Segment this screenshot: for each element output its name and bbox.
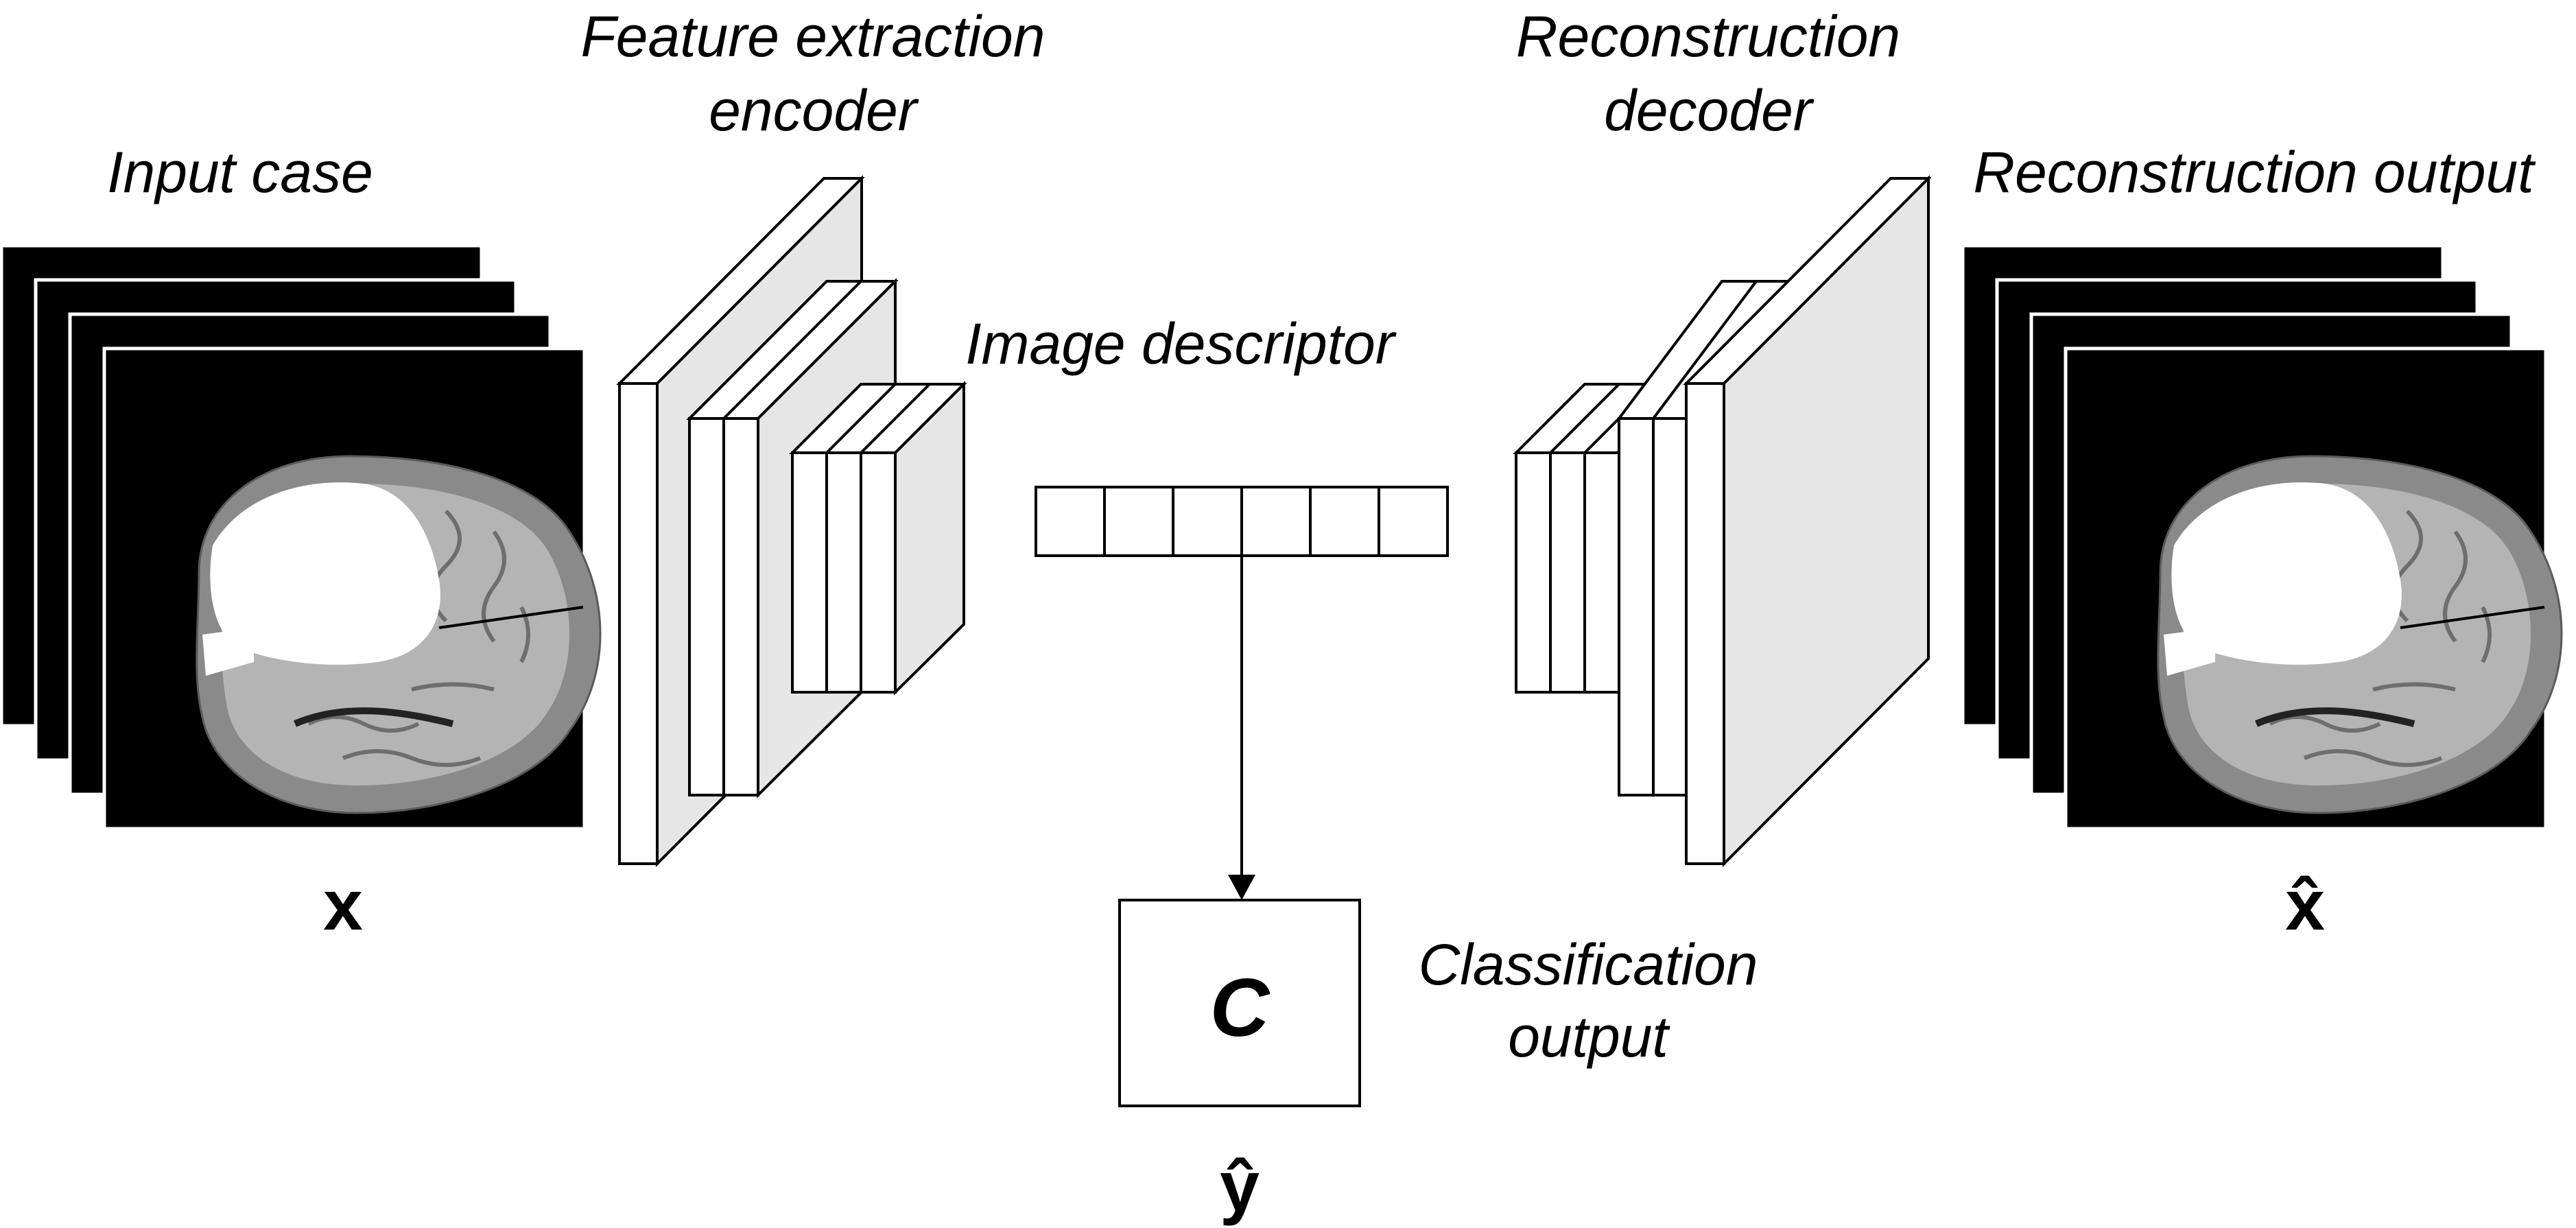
input-symbol: x [323, 866, 363, 945]
image-descriptor-label: Image descriptor [965, 311, 1397, 376]
classification-label-line2: output [1508, 1004, 1670, 1069]
encoder-block-3-front-b [825, 451, 862, 694]
descriptor-cell [1035, 486, 1106, 557]
encoder-blocks [616, 175, 967, 867]
classifier-box [1118, 899, 1361, 1107]
encoder-label-line2: encoder [709, 78, 919, 143]
decoder-block-3-front [1685, 382, 1725, 865]
classifier-symbol: C [1210, 962, 1271, 1054]
decoder-block-2-front-b [1652, 417, 1689, 796]
brain-mri-slice-icon [2158, 456, 2562, 813]
encoder-block-1-front [618, 382, 659, 865]
encoder-block-3-front-c [860, 451, 897, 694]
classification-label-line1: Classification [1419, 932, 1758, 997]
reconstruction-symbol: x̂ [2285, 866, 2325, 945]
descriptor-cell [1240, 486, 1312, 557]
reconstruction-output-label: Reconstruction output [1973, 140, 2536, 204]
encoder-block-2-front-a [688, 417, 725, 796]
arrow-down-icon [1228, 875, 1255, 900]
decoder-label-line1: Reconstruction [1516, 4, 1900, 69]
decoder-label-line2: decoder [1604, 78, 1815, 143]
input-case-label: Input case [107, 140, 373, 204]
brain-mri-slice-icon [197, 456, 600, 813]
image-descriptor-vector [1035, 486, 1449, 557]
decoder-blocks [1513, 175, 1932, 867]
decoder-block-2-front-a [1618, 417, 1655, 796]
descriptor-cell [1378, 486, 1449, 557]
descriptor-cell [1103, 486, 1174, 557]
decoder-block-1-front-a [1515, 451, 1552, 694]
encoder-block-3-front-a [791, 451, 828, 694]
decoder-block-1-front-c [1583, 451, 1620, 694]
descriptor-cell [1172, 486, 1243, 557]
prediction-symbol: ŷ [1220, 1147, 1260, 1227]
input-slice-stack [0, 244, 600, 831]
encoder-label-line1: Feature extraction [580, 4, 1045, 69]
decoder-block-1-front-b [1549, 451, 1586, 694]
encoder-block-2-front-b [722, 417, 759, 796]
descriptor-cell [1309, 486, 1380, 557]
output-slice-stack [1961, 244, 2562, 831]
